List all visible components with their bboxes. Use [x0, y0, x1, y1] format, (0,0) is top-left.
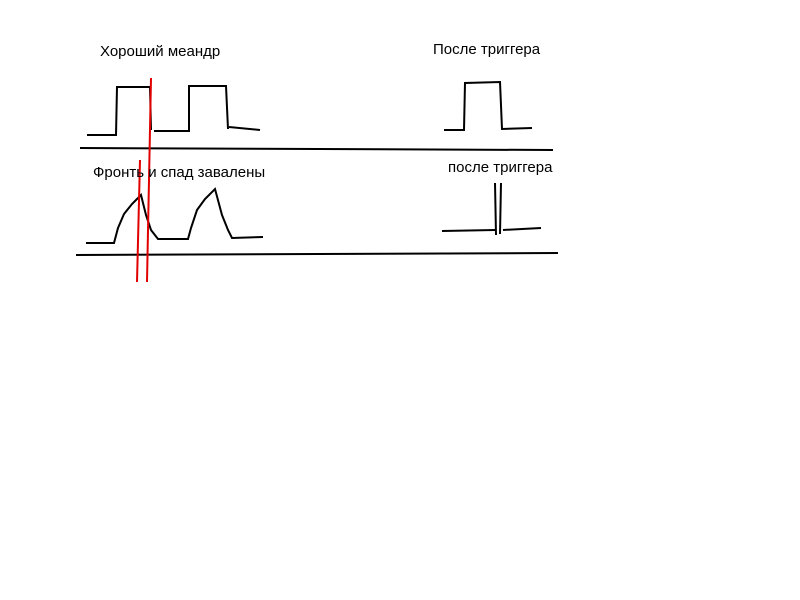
label-after-trigger-top: После триггера: [433, 41, 541, 58]
red-marker-line-1: [146, 77, 152, 283]
good-square-wave-tail: [228, 126, 261, 131]
triggered-pulse: [444, 80, 533, 131]
triggered-spike-baseline-right: [502, 227, 542, 231]
triggered-spike-baseline-left: [441, 229, 496, 232]
triggered-spike-line-2: [499, 182, 502, 235]
triggered-spike-line-1: [494, 182, 497, 236]
divider-top: [79, 147, 554, 151]
label-after-trigger-bottom: после триггера: [448, 159, 553, 176]
red-marker-line-2: [136, 159, 141, 283]
label-good-square-wave: Хороший меандр: [100, 43, 221, 60]
good-square-wave-pulse-2: [154, 85, 229, 132]
label-slow-edges: Фронть и спад завалены: [93, 164, 266, 181]
slow-edge-wave: [86, 187, 264, 244]
divider-bottom: [75, 252, 559, 256]
good-square-wave-pulse-1: [87, 86, 152, 136]
